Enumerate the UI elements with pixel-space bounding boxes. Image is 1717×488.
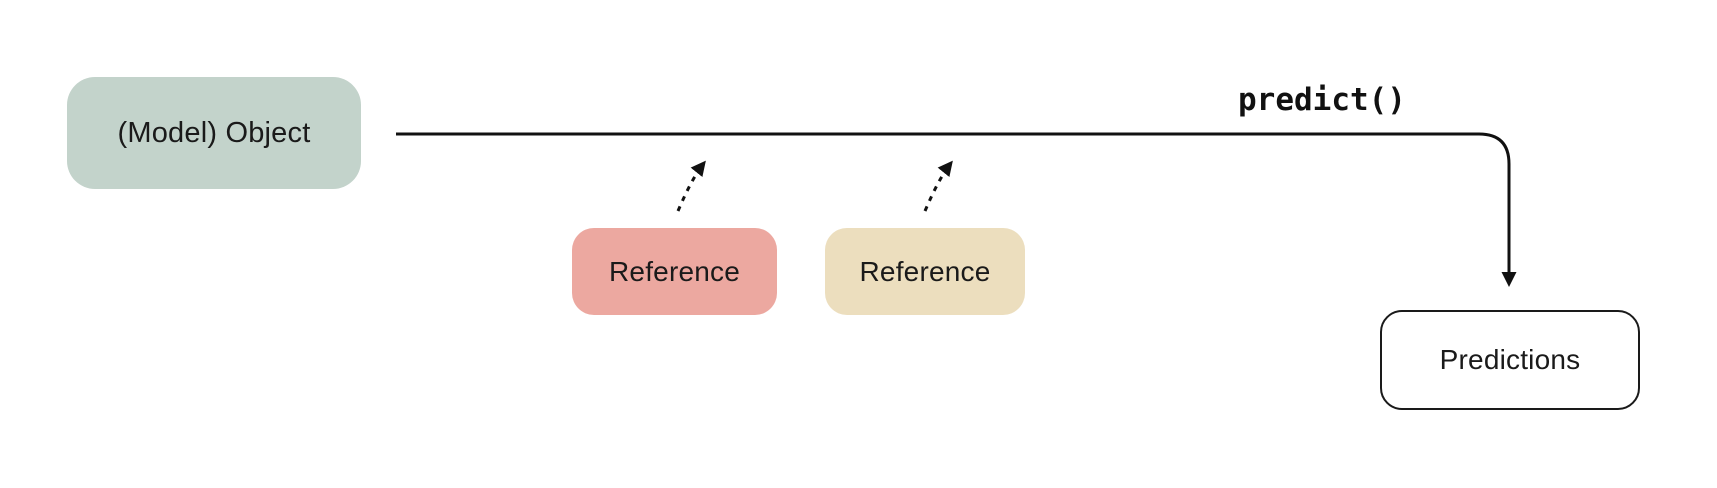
node-predictions: Predictions <box>1380 310 1640 410</box>
node-reference-1-label: Reference <box>609 255 740 287</box>
node-reference-2: Reference <box>825 228 1025 315</box>
reference-1-dashed-arrow <box>676 160 706 212</box>
predict-arrow-line <box>396 132 1517 287</box>
node-predictions-label: Predictions <box>1439 344 1581 375</box>
node-model-object-label: (Model) Object <box>117 116 311 149</box>
node-reference-1: Reference <box>572 228 777 315</box>
node-model-object: (Model) Object <box>67 77 361 189</box>
reference-2-dashed-arrow <box>923 160 953 212</box>
node-reference-2-label: Reference <box>859 255 991 287</box>
predict-edge-label: predict() <box>1238 82 1406 118</box>
